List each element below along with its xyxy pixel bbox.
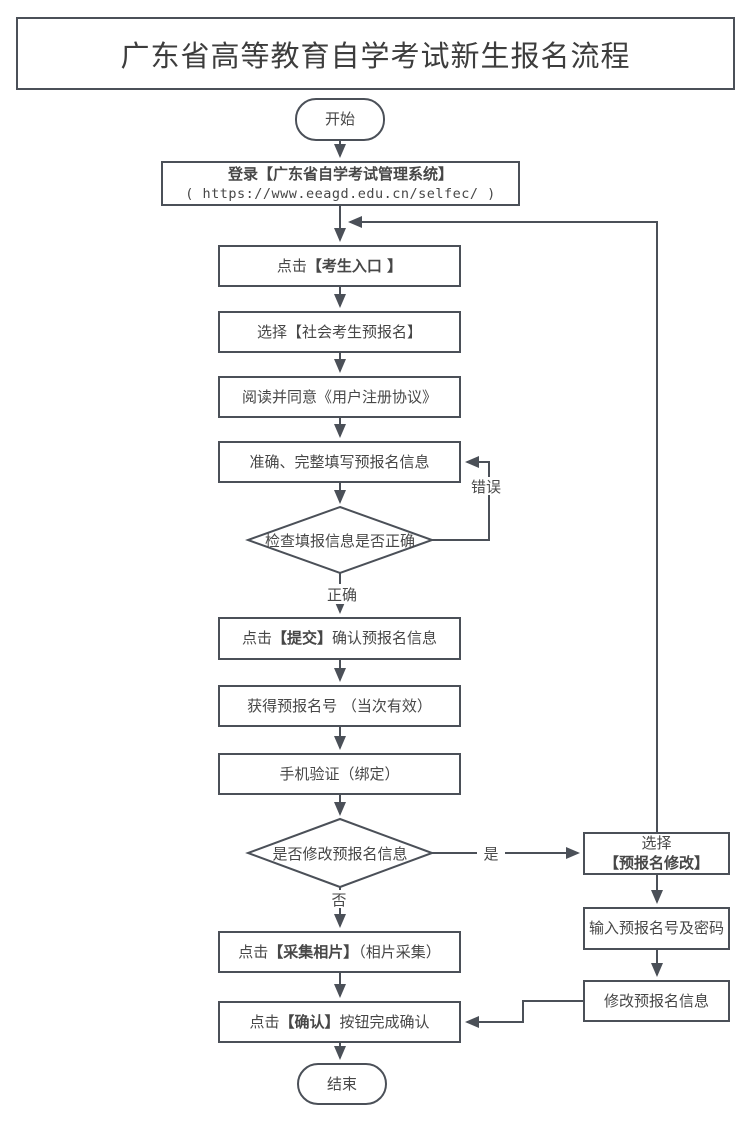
edge-modifyinfo-confirm: [465, 1000, 583, 1028]
login-url: ( https://www.eeagd.edu.cn/selfec/ ): [185, 185, 496, 202]
flow-node-confirm: 点击【确认】按钮完成确认: [218, 1001, 461, 1043]
edge-label-error: 错误: [464, 477, 508, 496]
prereg-prefix: 选择【社会考生预报名】: [256, 322, 422, 341]
agreement-prefix: 阅读并同意《用户注册协议》: [241, 387, 437, 406]
flow-node-candidate-entry: 点击【考生入口 】: [218, 245, 461, 287]
confirm-strong: 【确认】: [279, 1012, 340, 1031]
flow-node-end: 结束: [297, 1063, 387, 1105]
photo-strong: 【采集相片】: [268, 942, 359, 961]
photo-suffix: （相片采集）: [358, 942, 441, 961]
fill-prefix: 准确、完整填写预报名信息: [249, 452, 430, 471]
flow-node-check-info: 检查填报信息是否正确: [254, 524, 426, 556]
flow-node-fill-info: 准确、完整填写预报名信息: [218, 441, 461, 483]
photo-prefix: 点击: [238, 942, 269, 961]
edge-label-correct: 正确: [318, 584, 366, 604]
page-title-text: 广东省高等教育自学考试新生报名流程: [120, 38, 631, 73]
select-modify-line2: 【预报名修改】: [603, 853, 709, 872]
confirm-suffix: 按钮完成确认: [339, 1012, 430, 1031]
number-prefix: 获得预报名号 （当次有效）: [247, 696, 432, 715]
check-label: 检查填报信息是否正确: [264, 531, 415, 550]
entry-strong: 【考生入口 】: [306, 256, 403, 275]
flow-node-modify-info: 修改预报名信息: [583, 980, 730, 1022]
edge-label-error-text: 错误: [470, 477, 501, 496]
end-label: 结束: [326, 1074, 357, 1093]
modify-info-prefix: 修改预报名信息: [603, 991, 709, 1010]
edge-check-error-loop: [432, 456, 490, 541]
edge-label-yes: 是: [477, 844, 505, 863]
flow-node-login: 登录【广东省自学考试管理系统】 ( https://www.eeagd.edu.…: [161, 161, 520, 206]
flow-node-get-number: 获得预报名号 （当次有效）: [218, 685, 461, 727]
flow-node-submit: 点击【提交】确认预报名信息: [218, 617, 461, 660]
flow-node-user-agreement: 阅读并同意《用户注册协议》: [218, 376, 461, 418]
login-line1: 登录【广东省自学考试管理系统】: [227, 165, 453, 184]
enter-password-prefix: 输入预报名号及密码: [588, 919, 724, 937]
flow-node-start: 开始: [295, 98, 385, 141]
submit-prefix: 点击: [241, 629, 272, 647]
edge-label-yes-text: 是: [483, 844, 499, 863]
edge-label-no-text: 否: [331, 890, 347, 909]
flow-node-modify-question: 是否修改预报名信息: [254, 837, 426, 869]
submit-strong: 【提交】: [271, 629, 332, 647]
modify-question-label: 是否修改预报名信息: [272, 844, 408, 863]
flow-node-phone-verify: 手机验证（绑定）: [218, 753, 461, 795]
start-label: 开始: [324, 110, 355, 128]
flow-node-select-modify: 选择 【预报名修改】: [583, 832, 730, 875]
flow-node-enter-password: 输入预报名号及密码: [583, 907, 730, 950]
flow-node-social-prereg: 选择【社会考生预报名】: [218, 311, 461, 353]
phone-prefix: 手机验证（绑定）: [279, 764, 400, 783]
edge-label-no: 否: [325, 890, 353, 909]
confirm-prefix: 点击: [249, 1012, 280, 1031]
select-modify-line1: 选择: [641, 834, 672, 852]
entry-prefix: 点击: [276, 256, 307, 275]
flow-node-collect-photo: 点击【采集相片】（相片采集）: [218, 931, 461, 973]
submit-suffix: 确认预报名信息: [332, 629, 438, 647]
edge-label-correct-text: 正确: [326, 585, 357, 604]
edge-selectmodify-mainflow: [348, 216, 658, 832]
page-title: 广东省高等教育自学考试新生报名流程: [16, 17, 735, 90]
